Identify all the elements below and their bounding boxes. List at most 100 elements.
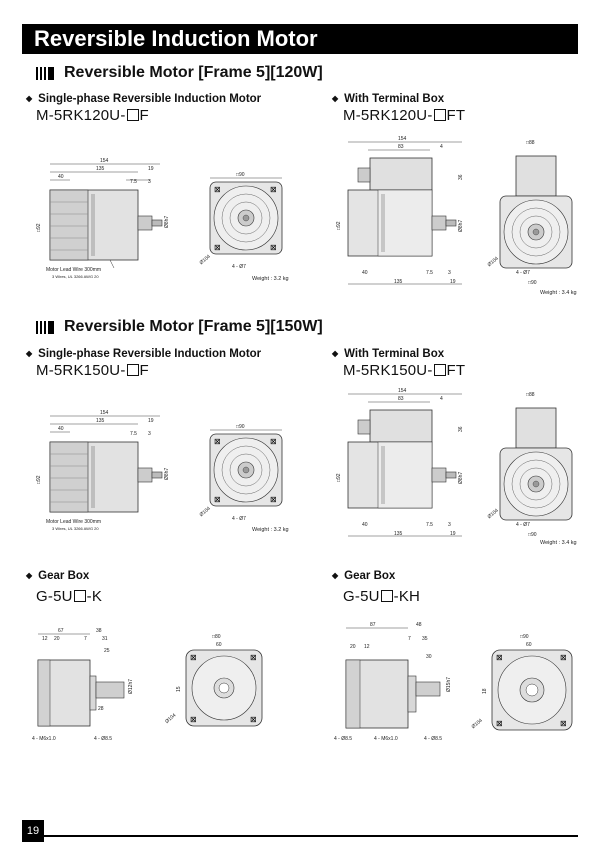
panel-marker-icon: ⊠ — [270, 495, 277, 504]
dim-holes: 4 - Ø7 — [516, 522, 530, 528]
panel-marker-icon: ⊠ — [560, 719, 567, 728]
weight-120-right: Weight : 3.4 kg — [540, 290, 577, 296]
dim-31: 31 — [102, 636, 108, 642]
dim-19: 19 — [148, 418, 154, 424]
dim-sq92: □92 — [336, 473, 342, 482]
dim-shaft: Ø8h7 — [164, 216, 170, 228]
motor-side-view-120: 154 135 19 40 7.5 3 □92 Ø8h7 Motor Lead … — [36, 158, 170, 279]
gearbox-kh-front-view: □90 60 ⊠⊠ ⊠⊠ 18 Ø104 — [471, 634, 573, 731]
dim-g90: □90 — [520, 634, 529, 640]
panel-marker-icon: ⊠ — [214, 495, 221, 504]
dim-g60: 60 — [216, 642, 222, 648]
dim-19: 19 — [148, 166, 154, 172]
dim-20: 20 — [54, 636, 60, 642]
panel-marker-icon: ⊠ — [214, 243, 221, 252]
lead-spec-label: 3 Wires, UL 3266 AWG 20 — [52, 526, 99, 531]
dim-35: 35 — [422, 636, 428, 642]
placeholder-box-icon — [380, 590, 393, 602]
panel-marker-icon: ⊠ — [190, 653, 197, 662]
diamond-bullet-icon: ◆ — [26, 571, 33, 580]
dim-g80: □80 — [212, 634, 221, 640]
motor-front-view-120: □90 ⊠⊠ ⊠⊠ Ø104 4 - Ø7 — [199, 172, 283, 270]
dim-25: 25 — [104, 648, 110, 654]
dim-135: 135 — [96, 418, 105, 424]
gearbox-kh-side-view: 87 48 20 12 7 35 30 Ø15h7 4 - Ø8.5 4 - M… — [334, 622, 452, 742]
subtitle-120-single-phase: ◆Single-phase Reversible Induction Motor — [26, 93, 262, 105]
dim-sq90: □90 — [528, 280, 537, 286]
dim-sq92: □92 — [336, 221, 342, 230]
dim-30: 30 — [426, 654, 432, 660]
dim-40: 40 — [362, 522, 368, 528]
model-gearbox-kh: G-5U-KH — [343, 588, 421, 605]
placeholder-box-icon — [126, 364, 139, 376]
dim-3: 3 — [448, 270, 451, 276]
placeholder-box-icon — [126, 109, 139, 121]
motor-terminal-side-view-150: 154 83 4 36 □92 Ø8h7 40 7.5 3 135 19 — [336, 388, 464, 537]
dim-3: 3 — [448, 522, 451, 528]
dim-135: 135 — [394, 279, 403, 285]
dim-pcd: Ø104 — [199, 506, 212, 519]
dim-4: 4 — [440, 144, 443, 150]
dim-sq58: □88 — [526, 140, 535, 146]
dim-holes: 4 - Ø7 — [516, 270, 530, 276]
dim-28: 28 — [98, 706, 104, 712]
subtitle-120-terminal: ◆With Terminal Box — [332, 93, 445, 105]
dim-7: 7 — [408, 636, 411, 642]
section-heading-150w: Reversible Motor [Frame 5][150W] — [36, 318, 323, 336]
lead-wire-label: Motor Lead Wire 300mm — [46, 267, 101, 273]
model-150-f: M-5RK150U-F — [36, 362, 149, 379]
dim-20: 20 — [350, 644, 356, 650]
dim-7-5: 7.5 — [426, 270, 433, 276]
dim-135: 135 — [394, 531, 403, 537]
page-number: 19 — [22, 820, 44, 842]
motor-side-view-150: 154 135 19 40 7.5 3 □92 Ø8h7 Motor Lead … — [36, 410, 170, 531]
panel-marker-icon: ⊠ — [560, 653, 567, 662]
motor-terminal-side-view-120: 154 83 4 36 □92 Ø8h7 40 7.5 3 135 19 — [336, 136, 464, 285]
dim-shaft: Ø8h7 — [458, 220, 464, 232]
weight-150-right: Weight : 3.4 kg — [540, 540, 577, 546]
dim-shaft: Ø8h7 — [164, 468, 170, 480]
dim-12: 12 — [364, 644, 370, 650]
placeholder-box-icon — [73, 590, 86, 602]
dim-gh: 4 - Ø8.5 — [94, 736, 112, 742]
dim-sq58: □88 — [526, 392, 535, 398]
model-gearbox-k: G-5U-K — [36, 588, 103, 605]
dim-g60: 60 — [526, 642, 532, 648]
diamond-bullet-icon: ◆ — [332, 349, 339, 358]
subtitle-gearbox-kh: ◆Gear Box — [332, 570, 396, 582]
dim-19: 19 — [450, 279, 456, 285]
model-120-ft: M-5RK120U-FT — [343, 107, 466, 124]
panel-marker-icon: ⊠ — [214, 185, 221, 194]
motor-terminal-front-view-120: □88 Ø104 4 - Ø7 □90 — [487, 140, 573, 286]
dim-40: 40 — [362, 270, 368, 276]
dim-4: 4 — [440, 396, 443, 402]
dim-7-5: 7.5 — [426, 522, 433, 528]
panel-marker-icon: ⊠ — [270, 185, 277, 194]
placeholder-box-icon — [433, 364, 446, 376]
dim-holes: 4 - Ø7 — [232, 516, 246, 522]
panel-marker-icon: ⊠ — [496, 653, 503, 662]
panel-marker-icon: ⊠ — [270, 243, 277, 252]
dim-38: 38 — [96, 628, 102, 634]
dim-40: 40 — [58, 174, 64, 180]
dim-83: 83 — [398, 396, 404, 402]
dim-gpcd: Ø104 — [471, 718, 484, 731]
subtitle-gearbox-k: ◆Gear Box — [26, 570, 90, 582]
heading-bars-icon — [36, 66, 54, 80]
model-120-f: M-5RK120U-F — [36, 107, 149, 124]
dim-48: 48 — [416, 622, 422, 628]
dim-3: 3 — [148, 179, 151, 185]
dim-pcd: Ø104 — [199, 254, 212, 267]
dim-83: 83 — [398, 144, 404, 150]
dim-154: 154 — [100, 158, 109, 164]
panel-marker-icon: ⊠ — [250, 715, 257, 724]
dim-sq90: □90 — [528, 532, 537, 538]
dim-sq90: □90 — [236, 172, 245, 178]
section-heading-120w: Reversible Motor [Frame 5][120W] — [36, 64, 323, 82]
dim-gshaft15: Ø15h7 — [446, 677, 452, 692]
heading-bars-icon — [36, 320, 54, 334]
dim-pcd: Ø104 — [487, 508, 500, 521]
dim-gm6: 4 - M6x1.0 — [32, 736, 56, 742]
footer-rule — [44, 835, 578, 837]
dim-36: 36 — [458, 174, 464, 180]
